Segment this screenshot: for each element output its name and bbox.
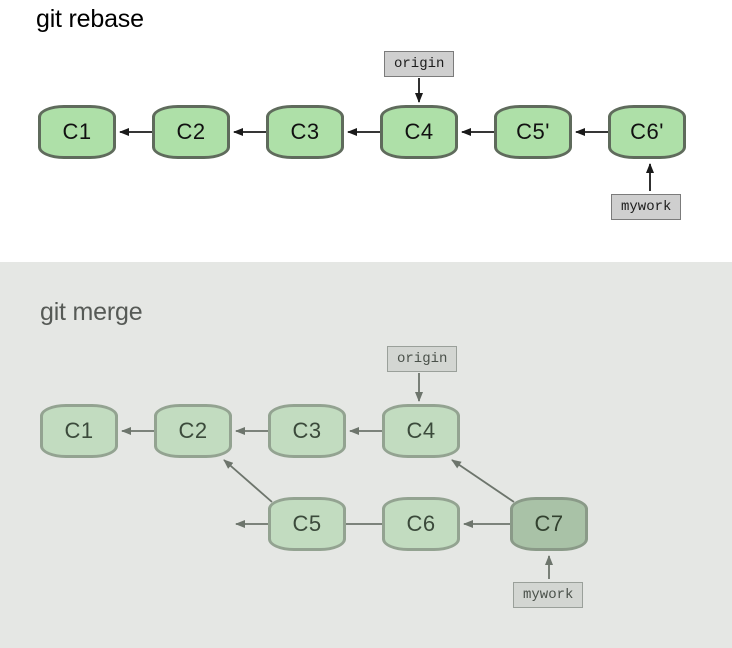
ref-label-origin[interactable]: origin [384,51,455,77]
commit-label: C1 [62,119,92,144]
commit-node-c5[interactable]: C5 [268,497,346,551]
commit-label: C2 [178,418,208,443]
commit-node-c1[interactable]: C1 [38,105,116,159]
commit-label: C7 [534,511,564,536]
git-rebase-section: git rebase C1 C2 C3 C4 C5' C6' [0,0,732,262]
commit-label: C3 [290,119,320,144]
git-merge-section: git merge C1 C2 C3 C4 C5 [0,262,732,648]
edge-c5-c2 [223,459,273,503]
commit-label: C5' [516,119,550,144]
rebase-section-title: git rebase [36,5,144,33]
commit-node-c2[interactable]: C2 [154,404,232,458]
ref-label-text: origin [394,56,445,72]
commit-label: C4 [404,119,434,144]
commit-label: C4 [406,418,436,443]
commit-node-c4[interactable]: C4 [380,105,458,159]
commit-node-c2[interactable]: C2 [152,105,230,159]
commit-label: C2 [176,119,206,144]
commit-label: C5 [292,511,322,536]
edge-c7-c4 [451,459,515,503]
ref-label-mywork[interactable]: mywork [611,194,682,220]
commit-label: C6 [406,511,436,536]
ref-label-origin[interactable]: origin [387,346,458,372]
ref-label-mywork[interactable]: mywork [513,582,584,608]
commit-label: C3 [292,418,322,443]
commit-node-c5-prime[interactable]: C5' [494,105,572,159]
commit-node-c1[interactable]: C1 [40,404,118,458]
commit-label: C1 [64,418,94,443]
ref-label-text: mywork [621,199,672,215]
commit-node-c3[interactable]: C3 [268,404,346,458]
commit-node-c4[interactable]: C4 [382,404,460,458]
commit-node-c7[interactable]: C7 [510,497,588,551]
commit-node-c3[interactable]: C3 [266,105,344,159]
commit-label: C6' [630,119,664,144]
ref-label-text: mywork [523,587,574,603]
commit-node-c6[interactable]: C6 [382,497,460,551]
commit-node-c6-prime[interactable]: C6' [608,105,686,159]
merge-section-title: git merge [40,298,143,326]
ref-label-text: origin [397,351,448,367]
